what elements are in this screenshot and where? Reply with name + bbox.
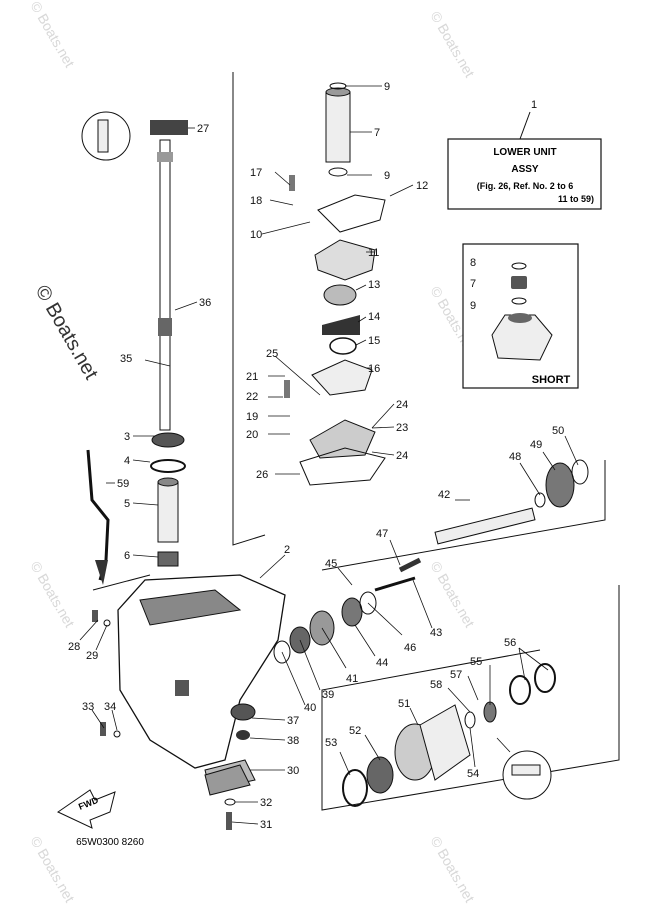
callout-35: 35 <box>120 353 132 365</box>
callout-7: 7 <box>374 127 380 139</box>
anode-and-bolts <box>92 610 251 830</box>
watermark: © Boats.net <box>27 0 78 70</box>
callout-4: 4 <box>124 455 130 467</box>
lower-case <box>117 574 286 791</box>
callout-27: 27 <box>197 123 209 135</box>
shaft-parts <box>150 432 186 567</box>
drawing-code: 65W0300 8260 <box>76 837 144 848</box>
callout-40: 40 <box>304 702 316 714</box>
callout-42: 42 <box>438 489 450 501</box>
callout-30: 30 <box>287 765 299 777</box>
leader-lines <box>79 85 579 825</box>
callout-34: 34 <box>104 701 116 713</box>
callout-9b: 9 <box>384 170 390 182</box>
oil-seal-detail <box>81 111 131 161</box>
short-callout-7: 7 <box>470 278 476 290</box>
water-pump <box>284 82 386 486</box>
callout-28: 28 <box>68 641 80 653</box>
callout-55: 55 <box>470 656 482 668</box>
callout-38: 38 <box>287 735 299 747</box>
callout-58: 58 <box>430 679 442 691</box>
callout-48: 48 <box>509 451 521 463</box>
callout-53: 53 <box>325 737 337 749</box>
drive-shaft <box>150 120 188 431</box>
callout-20: 20 <box>246 429 258 441</box>
callout-21: 21 <box>246 371 258 383</box>
callout-44: 44 <box>376 657 388 669</box>
callout-labels: 2 3 4 5 6 7 9 9 10 11 12 13 14 15 16 17 … <box>68 81 564 831</box>
lower-unit-box: 1 LOWER UNIT ASSY (Fig. 26, Ref. No. 2 t… <box>447 99 602 210</box>
callout-46: 46 <box>404 642 416 654</box>
callout-52: 52 <box>349 725 361 737</box>
callout-16: 16 <box>368 363 380 375</box>
callout-45: 45 <box>325 558 337 570</box>
lower-unit-ref2: 11 to 59) <box>558 194 594 204</box>
watermark: © Boats.net <box>27 559 78 631</box>
callout-51: 51 <box>398 698 410 710</box>
short-box: 8 7 9 SHORT <box>462 243 579 389</box>
watermark-main: © Boats.net <box>31 282 103 384</box>
prop-shaft-housing <box>342 663 556 807</box>
propeller-shaft-assembly <box>230 459 589 740</box>
frame-lines <box>92 72 620 811</box>
callout-25: 25 <box>266 348 278 360</box>
callout-49: 49 <box>530 439 542 451</box>
callout-14: 14 <box>368 311 380 323</box>
shift-rod <box>86 449 110 585</box>
callout-54: 54 <box>467 768 479 780</box>
callout-47: 47 <box>376 528 388 540</box>
callout-2: 2 <box>284 544 290 556</box>
callout-37: 37 <box>287 715 299 727</box>
callout-6: 6 <box>124 550 130 562</box>
callout-1: 1 <box>531 99 537 111</box>
callout-39: 39 <box>322 689 334 701</box>
callout-18: 18 <box>250 195 262 207</box>
watermark: © Boats.net <box>427 559 478 631</box>
callout-33: 33 <box>82 701 94 713</box>
callout-59: 59 <box>117 478 129 490</box>
watermark: © Boats.net <box>427 9 478 81</box>
callout-43: 43 <box>430 627 442 639</box>
short-label: SHORT <box>532 374 571 386</box>
callout-57: 57 <box>450 669 462 681</box>
callout-24a: 24 <box>396 399 408 411</box>
callout-26: 26 <box>256 469 268 481</box>
callout-31: 31 <box>260 819 272 831</box>
callout-3: 3 <box>124 431 130 443</box>
callout-11: 11 <box>368 247 379 259</box>
callout-23: 23 <box>396 422 408 434</box>
callout-9a: 9 <box>384 81 390 93</box>
callout-29: 29 <box>86 650 98 662</box>
callout-41: 41 <box>346 673 358 685</box>
callout-13: 13 <box>368 279 380 291</box>
callout-56: 56 <box>504 637 516 649</box>
callout-17: 17 <box>250 167 262 179</box>
short-callout-8: 8 <box>470 257 476 269</box>
callout-5: 5 <box>124 498 130 510</box>
callout-12: 12 <box>416 180 428 192</box>
callout-15: 15 <box>368 335 380 347</box>
callout-24b: 24 <box>396 450 408 462</box>
callout-50: 50 <box>552 425 564 437</box>
watermark: © Boats.net <box>427 834 478 906</box>
fwd-arrow: FWD <box>56 789 116 829</box>
short-callout-9: 9 <box>470 300 476 312</box>
callout-19: 19 <box>246 411 258 423</box>
callout-22: 22 <box>246 391 258 403</box>
lower-unit-assy: ASSY <box>511 164 539 175</box>
lower-unit-title: LOWER UNIT <box>493 147 556 158</box>
lower-unit-ref1: (Fig. 26, Ref. No. 2 to 6 <box>477 181 574 191</box>
watermark: © Boats.net <box>27 834 78 906</box>
callout-36: 36 <box>199 297 211 309</box>
callout-10: 10 <box>250 229 262 241</box>
callout-32: 32 <box>260 797 272 809</box>
